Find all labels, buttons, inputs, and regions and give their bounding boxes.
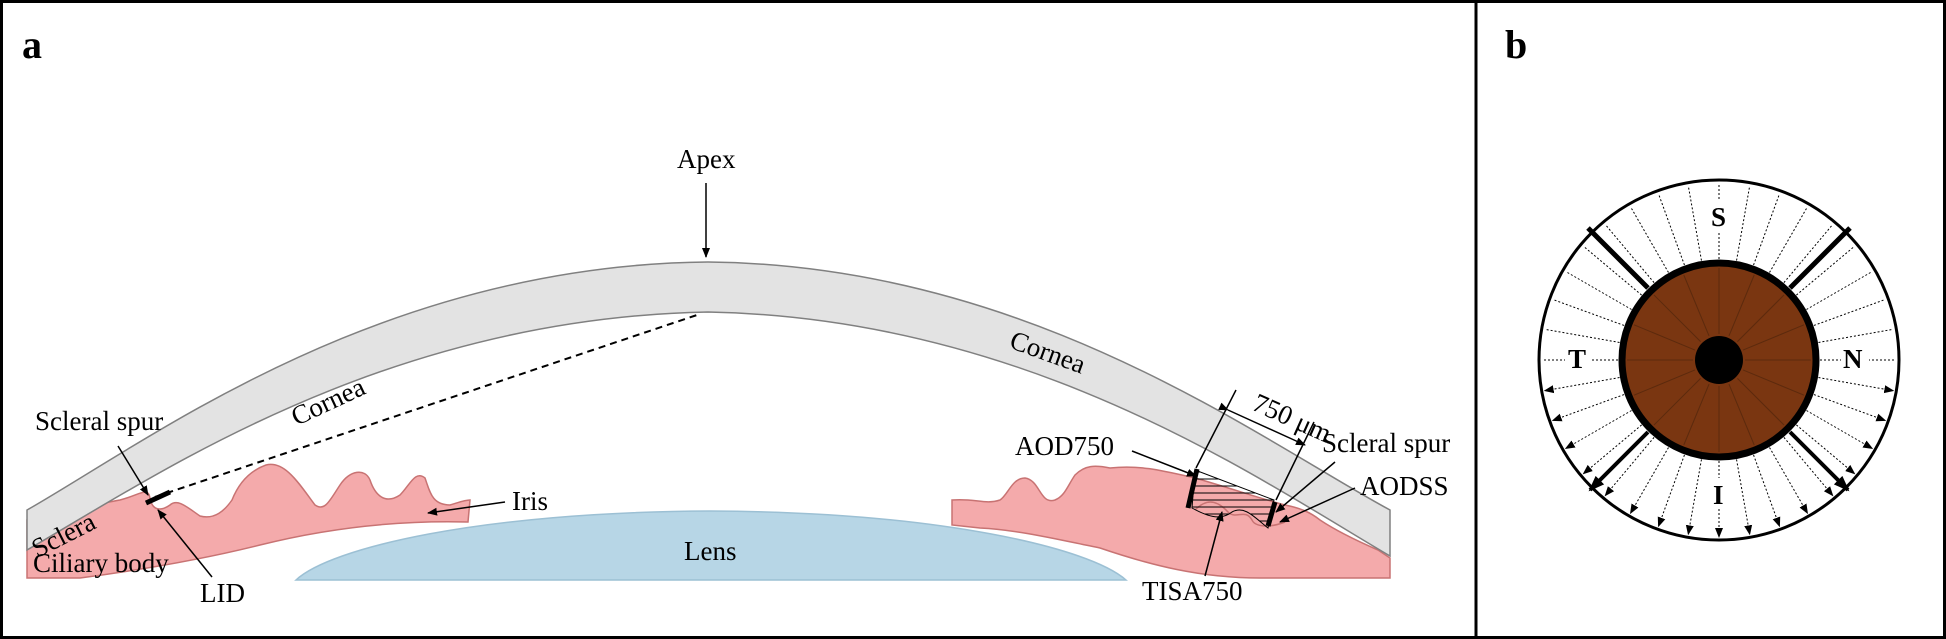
dimension-line-right	[1275, 421, 1315, 501]
cornea-sclera	[26, 261, 1391, 558]
radial-scan-line	[1604, 224, 1655, 283]
iris-spoke	[1737, 378, 1785, 426]
scleral-spur-left-label: Scleral spur	[35, 406, 163, 436]
lid-label: LID	[200, 578, 245, 608]
radial-scan-line	[1604, 437, 1655, 497]
label-bg-n	[1841, 342, 1869, 372]
direction-superior: S	[1711, 202, 1726, 232]
label-bg-s	[1708, 201, 1732, 231]
radial-scan-line	[1582, 424, 1642, 475]
direction-inferior: I	[1713, 480, 1724, 510]
radial-scan-line	[1736, 459, 1753, 536]
radial-scan-line	[1796, 424, 1856, 475]
aod750-arrow	[1131, 450, 1197, 477]
label-bg-t	[1565, 342, 1591, 372]
tisa750-arrow	[1204, 511, 1224, 577]
radial-scan-line	[1806, 410, 1874, 449]
radial-scan-line	[1657, 454, 1685, 528]
radial-scan-line	[1769, 447, 1808, 515]
bold-scan-lower-left	[1588, 430, 1650, 492]
radial-scan-line	[1544, 328, 1620, 343]
radial-scan-line	[1753, 193, 1781, 266]
scleral-spur-right-arrow	[1275, 461, 1336, 513]
tisa750-region	[1191, 469, 1275, 529]
iris-spokes	[1627, 268, 1811, 452]
radial-scan-line	[1783, 224, 1834, 283]
radial-scan-line	[1813, 394, 1887, 422]
radial-scan-line	[1818, 377, 1895, 394]
pupil	[1695, 336, 1743, 384]
radial-scan-line	[1657, 193, 1685, 266]
aod750-label: AOD750	[1015, 431, 1114, 461]
radial-scan-line	[1543, 377, 1620, 394]
aodss-arrow	[1279, 487, 1356, 523]
radial-scan-line	[1813, 298, 1886, 326]
iris-spoke	[1653, 378, 1701, 426]
panel-b: b S I T N	[1505, 22, 1901, 542]
iris-spoke	[1633, 324, 1696, 351]
iris-spoke	[1683, 383, 1710, 446]
panel-a: a 750 μm Apex Cornea Cornea Sclera	[22, 22, 1450, 608]
iris-label: Iris	[512, 486, 548, 516]
iris-arrow	[427, 501, 506, 516]
bold-scan-upper-left	[1586, 226, 1650, 290]
iris-spoke	[1728, 274, 1755, 337]
iris-spoke	[1683, 274, 1710, 337]
direction-temporal: T	[1568, 344, 1586, 374]
radial-scan-line	[1552, 298, 1625, 326]
radial-scan-line	[1783, 437, 1834, 497]
panel-b-letter: b	[1505, 22, 1527, 67]
tisa750-label: TISA750	[1142, 576, 1243, 606]
radial-scan-line	[1818, 328, 1894, 343]
radial-scan-line	[1564, 410, 1632, 449]
lens	[294, 510, 1128, 581]
lid-arrow	[157, 509, 213, 578]
iris-spoke	[1633, 369, 1696, 396]
radial-scan-line	[1583, 245, 1642, 296]
radial-scan-line	[1630, 447, 1669, 515]
panel-a-letter: a	[22, 22, 42, 67]
iris-spoke	[1653, 294, 1701, 342]
lid-segment	[144, 489, 172, 506]
radial-scan-line	[1565, 271, 1632, 310]
lens-label: Lens	[684, 536, 736, 566]
apex-label: Apex	[677, 144, 736, 174]
radial-scan-line	[1806, 271, 1873, 310]
dimension-arrow	[1218, 402, 1306, 446]
radial-scan-line	[1685, 459, 1702, 536]
radial-scan-line	[1687, 185, 1702, 261]
scleral-spur-left-arrow	[117, 445, 149, 496]
bold-scan-upper-right	[1788, 226, 1852, 290]
direction-nasal: N	[1843, 344, 1863, 374]
label-bg-i	[1710, 478, 1730, 508]
radial-scan-line	[1753, 454, 1781, 528]
radial-scan-line	[1796, 245, 1855, 296]
iris-ciliary-left	[26, 463, 471, 579]
iris-spoke	[1728, 383, 1755, 446]
radial-scan-line	[1630, 206, 1669, 273]
bold-scan-lower-right	[1788, 430, 1850, 492]
aodss-segment	[1265, 501, 1278, 527]
radial-scan-line	[1769, 206, 1808, 273]
scleral-spur-right-label: Scleral spur	[1322, 428, 1450, 458]
iris-spoke	[1742, 324, 1805, 351]
ciliary-body-label: Ciliary body	[33, 548, 169, 578]
radial-scan-line	[1551, 394, 1625, 422]
radial-scan-line	[1736, 185, 1751, 261]
iris-spoke	[1742, 369, 1805, 396]
aodss-label: AODSS	[1360, 471, 1449, 501]
iris-spoke	[1737, 294, 1785, 342]
